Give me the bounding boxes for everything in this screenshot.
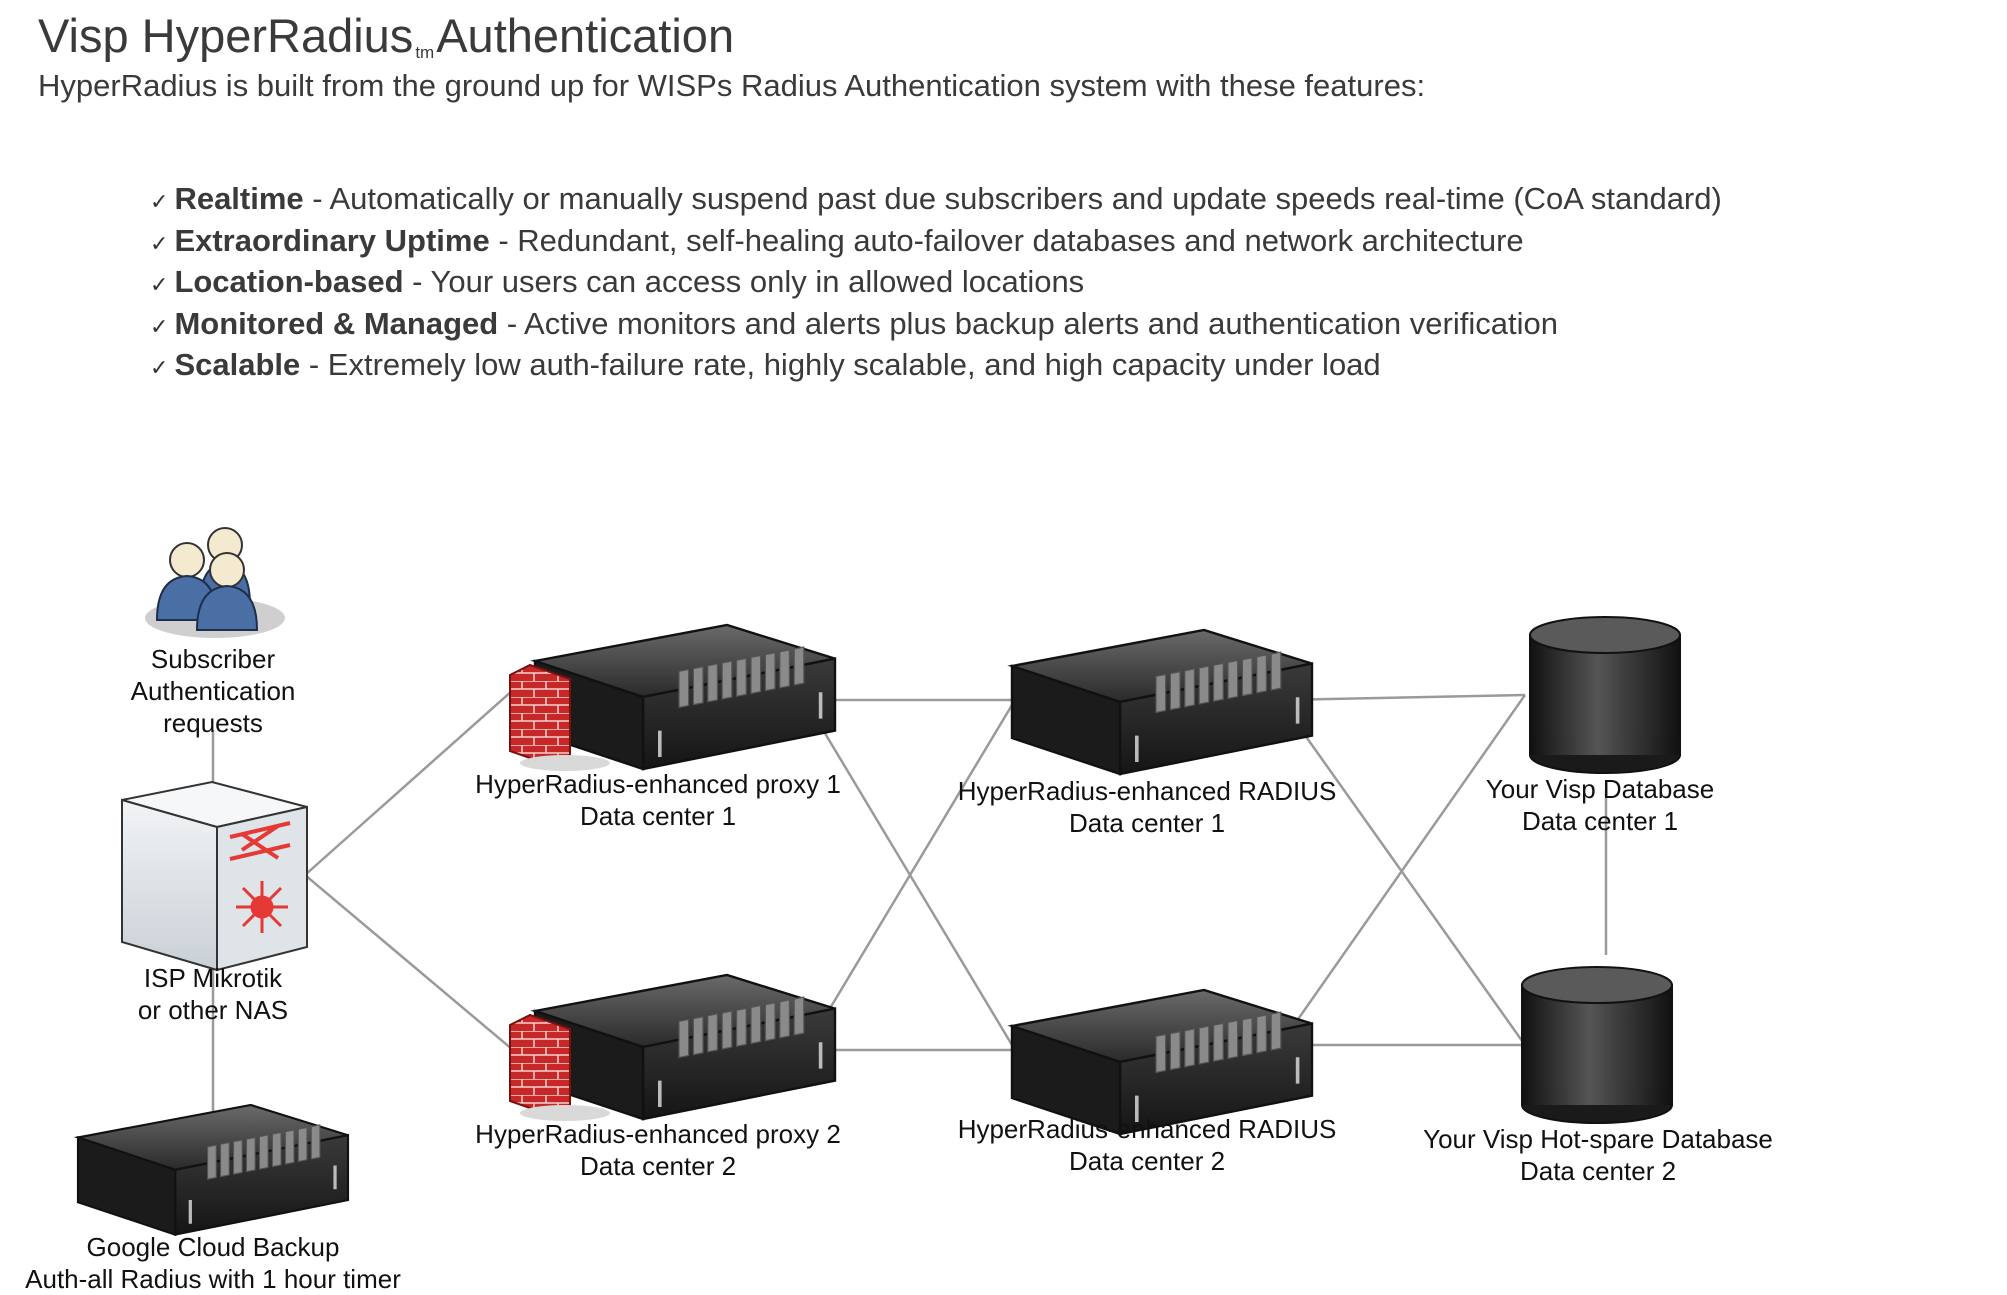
backup-server-icon: [76, 1103, 350, 1237]
proxy2-label: HyperRadius-enhanced proxy 2 Data center…: [475, 1119, 841, 1181]
link-proxy2-radius1: [803, 699, 1017, 1051]
feature-desc: - Redundant, self-healing auto-failover …: [489, 222, 1524, 258]
connectors: [211, 689, 1608, 1115]
proxy1-label: HyperRadius-enhanced proxy 1 Data center…: [475, 769, 841, 831]
radius1-label: HyperRadius-enhanced RADIUS Data center …: [957, 776, 1337, 838]
db2-label: Your Visp Hot-spare Database Data center…: [1423, 1124, 1773, 1186]
trademark: tm: [415, 43, 435, 62]
feature-name: Extraordinary Uptime: [174, 222, 490, 258]
firewall-icon: [509, 1013, 610, 1121]
page-subtitle: HyperRadius is built from the ground up …: [38, 68, 1426, 103]
users-icon: [145, 527, 285, 638]
feature-name: Monitored & Managed: [174, 305, 499, 341]
router-icon: [121, 780, 308, 972]
feature-item: ✓Scalable - Extremely low auth-failure r…: [150, 346, 1722, 388]
feature-item: ✓Extraordinary Uptime - Redundant, self-…: [150, 222, 1722, 264]
title-suffix: Authentication: [436, 9, 735, 62]
feature-desc: - Active monitors and alerts plus backup…: [498, 305, 1558, 341]
feature-name: Realtime: [174, 181, 304, 216]
feature-desc: - Automatically or manually suspend past…: [303, 181, 1722, 216]
db1-database-icon: [1529, 616, 1681, 774]
check-icon: ✓: [150, 272, 169, 297]
feature-item: ✓Location-based - Your users can access …: [150, 263, 1722, 305]
link-radius2-db1: [1278, 694, 1527, 1046]
firewall-icon: [509, 663, 610, 771]
feature-name: Location-based: [174, 264, 404, 299]
feature-desc: - Extremely low auth-failure rate, highl…: [300, 347, 1381, 382]
check-icon: ✓: [150, 313, 169, 339]
link-nas-proxy1: [304, 689, 514, 876]
db2-database-icon: [1521, 966, 1673, 1124]
check-icon: ✓: [150, 230, 169, 256]
proxy1-server-icon: [533, 623, 837, 771]
backup-label: Google Cloud Backup Auth-all Radius with…: [25, 1232, 401, 1294]
feature-name: Scalable: [174, 347, 301, 382]
db1-label: Your Visp Database Data center 1: [1485, 774, 1715, 836]
feature-list: ✓Realtime - Automatically or manually su…: [150, 180, 1722, 388]
check-icon: ✓: [150, 355, 169, 380]
check-icon: ✓: [150, 189, 169, 214]
radius2-label: HyperRadius-enhanced RADIUS Data center …: [957, 1114, 1337, 1176]
title-main: Visp HyperRadius: [38, 9, 414, 62]
proxy2-server-icon: [533, 973, 837, 1121]
nas-label: ISP Mikrotik or other NAS: [137, 963, 289, 1025]
link-radius1-db2: [1278, 699, 1527, 1046]
link-radius1-db1: [1279, 693, 1526, 702]
feature-item: ✓Realtime - Automatically or manually su…: [150, 180, 1722, 222]
subscribers-label: Subscriber Authentication requests: [130, 644, 296, 738]
feature-desc: - Your users can access only in allowed …: [403, 264, 1085, 299]
feature-item: ✓Monitored & Managed - Active monitors a…: [150, 305, 1722, 347]
link-nas-proxy2: [304, 874, 514, 1051]
radius1-server-icon: [1010, 628, 1314, 776]
